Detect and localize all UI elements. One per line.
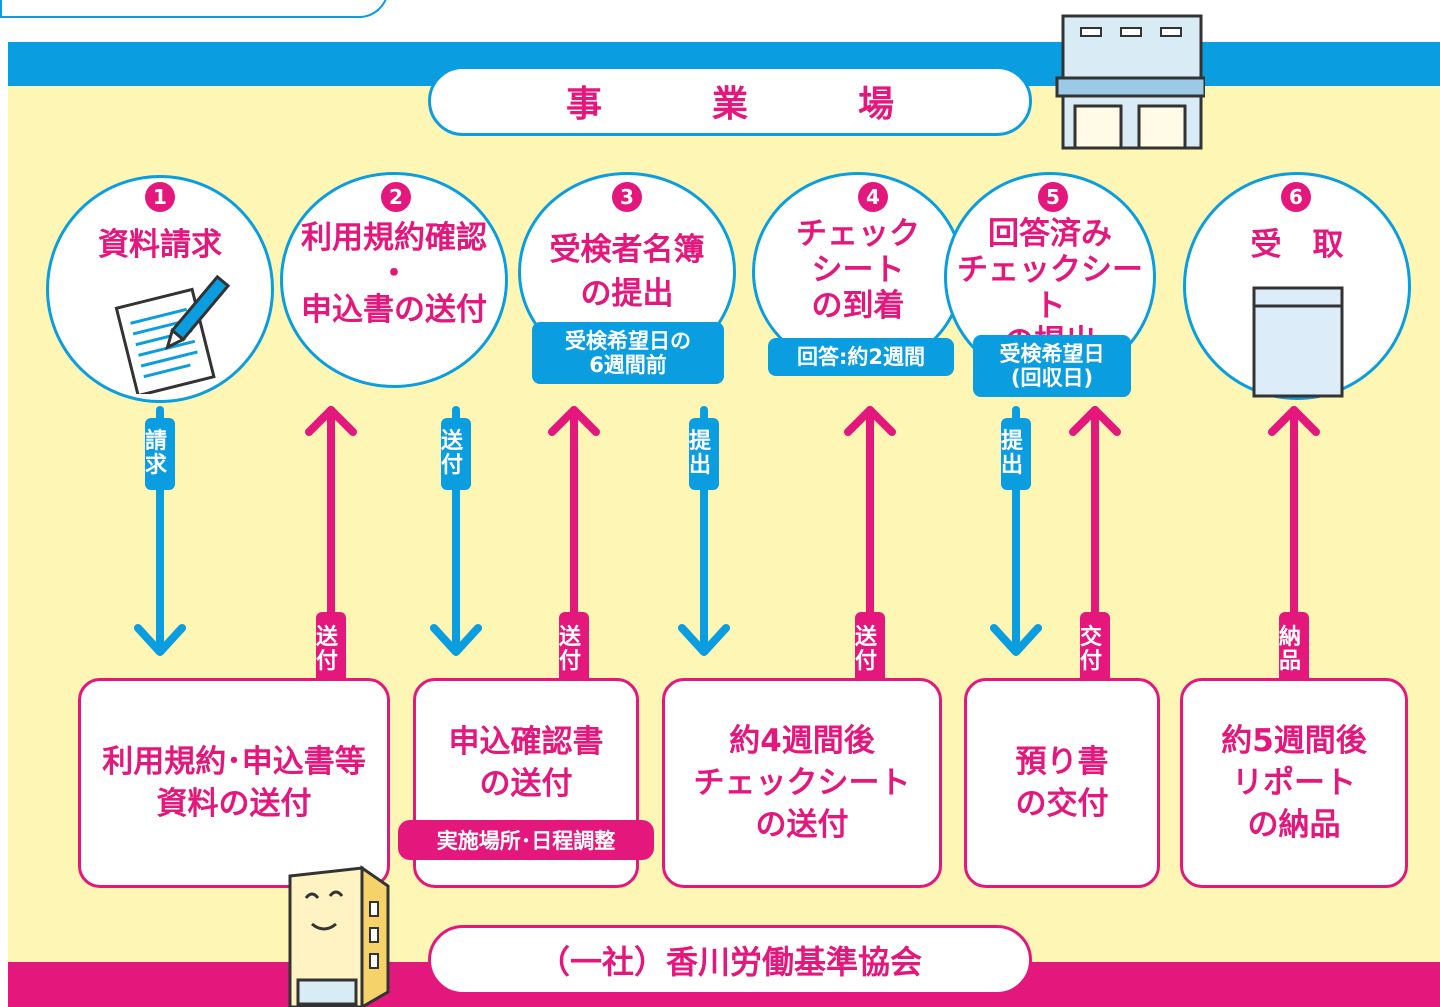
step-number-5: 5 (1038, 182, 1068, 212)
box-report-delivered: 約5週間後 リポート の納品 (1180, 678, 1408, 888)
step-title-3: 受検者名簿 の提出 (549, 232, 705, 312)
step-title-6: 受 取 (1250, 227, 1344, 263)
step-number-4: 4 (858, 182, 888, 212)
association-label: （一社）香川労働基準協会 (428, 925, 1032, 995)
step-title-4: チェック シート の到着 (796, 216, 920, 324)
label-issue-receipt: 交付 (1080, 612, 1110, 688)
box-checksheet-sent: 約4週間後 チェックシート の送付 (662, 678, 942, 888)
step-title-5: 回答済み チェックシート の提出 (957, 216, 1143, 360)
label-submit-checksheet: 提出 (1001, 418, 1031, 490)
document-pen-icon (114, 274, 231, 394)
label-send-confirmation: 送付 (559, 612, 589, 688)
step-number-3: 3 (612, 182, 642, 212)
label-request: 請求 (145, 418, 175, 490)
step-number-6: 6 (1281, 182, 1311, 212)
step-title-1: 資料請求 (98, 227, 222, 263)
label-deliver-report: 納品 (1279, 612, 1309, 688)
box-receipt-issued: 預り書 の交付 (964, 678, 1160, 888)
schedule-tag: 実施場所･日程調整 (398, 820, 654, 860)
factory-building-icon (1055, 14, 1205, 150)
label-send-materials: 送付 (316, 612, 346, 688)
business-site-label: 事業場 (428, 66, 1032, 136)
box-materials-sent: 利用規約･申込書等 資料の送付 (78, 678, 390, 888)
label-send-application: 送付 (441, 418, 471, 490)
box-text-1: 利用規約･申込書等 資料の送付 (102, 744, 366, 822)
step-tag-3: 受検希望日の 6週間前 (532, 322, 724, 384)
label-submit-roster: 提出 (689, 418, 719, 490)
step-title-2: 利用規約確認 ・ 申込書の送付 (301, 220, 487, 328)
association-building-mascot-icon (288, 865, 390, 1007)
step-number-2: 2 (381, 182, 411, 212)
envelope-icon (1252, 286, 1344, 398)
step-tag-4: 回答:約2週間 (768, 338, 954, 376)
box-text-4: 預り書 の交付 (1015, 744, 1109, 822)
box-text-3: 約4週間後 チェックシート の送付 (693, 723, 911, 843)
step-number-1: 1 (145, 182, 175, 212)
label-send-checksheet: 送付 (855, 612, 885, 688)
step-tag-5: 受検希望日 (回収日) (973, 335, 1131, 397)
box-text-2: 申込確認書 の送付 (448, 724, 604, 802)
box-text-5: 約5週間後 リポート の納品 (1221, 723, 1367, 843)
